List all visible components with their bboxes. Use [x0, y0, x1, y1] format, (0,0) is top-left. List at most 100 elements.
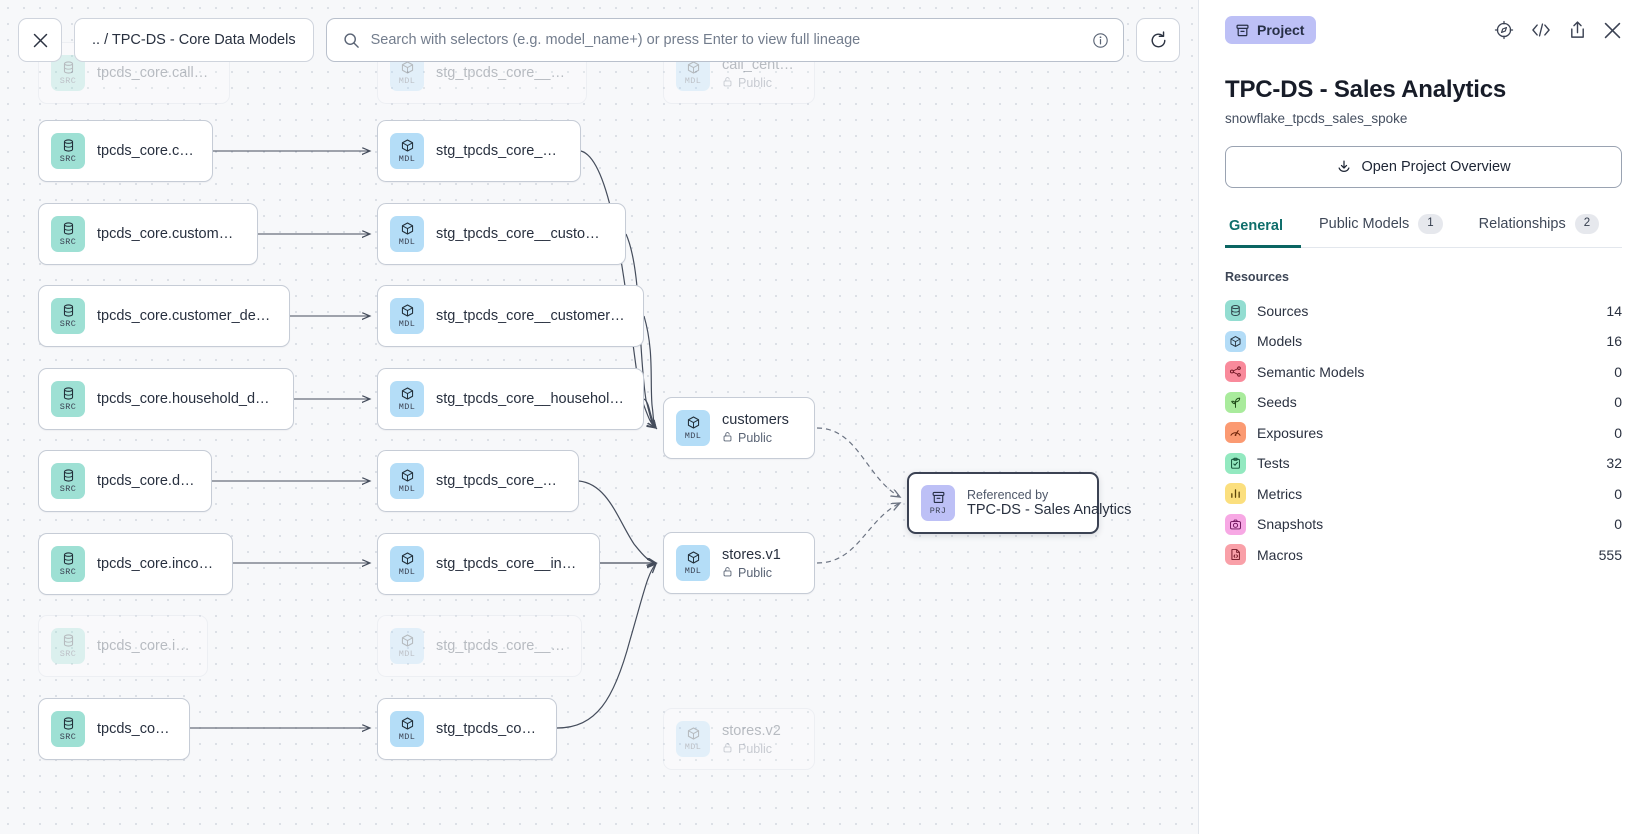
- node-kind-label: SRC: [59, 237, 77, 247]
- lock-open-icon: [723, 742, 732, 752]
- node-title: stg_tpcds_core__customer_address: [436, 226, 609, 242]
- node-title: tpcds_core.income_band: [97, 556, 216, 572]
- tab-label: General: [1229, 217, 1283, 234]
- node-kind-badge-mdl: MDL: [390, 298, 424, 334]
- refresh-button[interactable]: [1136, 18, 1180, 62]
- node-body: tpcds_core.customer_address: [97, 226, 241, 242]
- view-code-button[interactable]: [1530, 20, 1552, 40]
- lineage-canvas[interactable]: SRCtpcds_core.call_centerMDLstg_tpcds_co…: [0, 0, 1198, 834]
- node-title: tpcds_core.call_center: [97, 65, 213, 81]
- node-kind-label: MDL: [398, 484, 416, 494]
- database-icon: [61, 633, 76, 648]
- database-icon: [61, 60, 76, 75]
- node-kind-label: MDL: [684, 76, 702, 86]
- node-kind-label: SRC: [59, 76, 77, 86]
- tab-general[interactable]: General: [1225, 218, 1301, 248]
- graph-node[interactable]: MDL stg_tpcds_core__date_dim: [377, 450, 579, 512]
- resource-name: Sources: [1257, 302, 1309, 319]
- graph-node[interactable]: MDL stg_tpcds_core__customer_demogra…: [377, 285, 644, 347]
- node-visibility-label: Public: [738, 75, 773, 90]
- node-body: tpcds_core.customer: [97, 143, 196, 159]
- node-title: stg_tpcds_core__household_demogr…: [436, 391, 627, 407]
- close-lineage-button[interactable]: [18, 18, 62, 62]
- database-icon: [61, 138, 76, 153]
- graph-node[interactable]: MDL stg_tpcds_core__inventory: [377, 615, 582, 677]
- cube-icon: [400, 138, 415, 153]
- graph-node[interactable]: MDL stg_tpcds_core__customer_address: [377, 203, 626, 265]
- lock-open-icon: [723, 76, 732, 86]
- node-kind-label: MDL: [398, 319, 416, 329]
- close-icon: [1604, 22, 1621, 38]
- project-subtitle: snowflake_tpcds_sales_spoke: [1225, 111, 1408, 126]
- breadcrumb[interactable]: .. / TPC-DS - Core Data Models: [74, 18, 314, 62]
- resource-count: 0: [1614, 424, 1622, 441]
- search-input[interactable]: Search with selectors (e.g. model_name+)…: [325, 18, 1124, 62]
- node-visibility: Public: [722, 76, 798, 90]
- share-button[interactable]: [1568, 20, 1587, 40]
- cube-icon: [686, 415, 701, 430]
- code-icon: [1532, 23, 1550, 37]
- node-title: stg_tpcds_core__date_dim: [436, 473, 562, 489]
- cube-icon: [400, 633, 415, 648]
- node-body: tpcds_core.store: [97, 721, 173, 737]
- node-body: stg_tpcds_core__inventory: [436, 638, 565, 654]
- graph-node[interactable]: MDL stg_tpcds_core__household_demogr…: [377, 368, 644, 430]
- resource-count: 0: [1614, 485, 1622, 502]
- focus-node-button[interactable]: [1494, 20, 1514, 40]
- camera-icon: [1225, 513, 1246, 535]
- cube-icon: [400, 551, 415, 566]
- node-kind-label: MDL: [398, 76, 416, 86]
- database-icon: [61, 716, 76, 731]
- node-visibility-label: Public: [738, 741, 773, 756]
- node-kind-badge-mdl: MDL: [390, 628, 424, 664]
- tab-label: Relationships: [1478, 215, 1566, 232]
- node-kind-badge-src: SRC: [51, 628, 85, 664]
- project-pill-label: Project: [1257, 22, 1305, 38]
- node-body: stg_tpcds_core__call_center: [436, 65, 570, 81]
- node-kind-badge-src: SRC: [51, 381, 85, 417]
- graph-node[interactable]: SRC tpcds_core.customer_address: [38, 203, 258, 265]
- node-visibility-label: Public: [738, 430, 773, 445]
- search-info-button[interactable]: [1092, 32, 1109, 49]
- node-kind-badge-mdl: MDL: [390, 216, 424, 252]
- node-kind-badge-mdl: MDL: [390, 381, 424, 417]
- node-kind-badge-mdl: MDL: [676, 545, 710, 581]
- close-panel-button[interactable]: [1603, 21, 1622, 40]
- cube-icon: [686, 60, 701, 75]
- resource-count: 0: [1614, 394, 1622, 411]
- node-body: stg_tpcds_core__customer_demogra…: [436, 308, 627, 324]
- project-type-pill[interactable]: Project: [1225, 16, 1317, 44]
- database-icon: [61, 386, 76, 401]
- clipboard-check-icon: [1225, 452, 1246, 474]
- open-project-overview-button[interactable]: Open Project Overview: [1225, 146, 1622, 188]
